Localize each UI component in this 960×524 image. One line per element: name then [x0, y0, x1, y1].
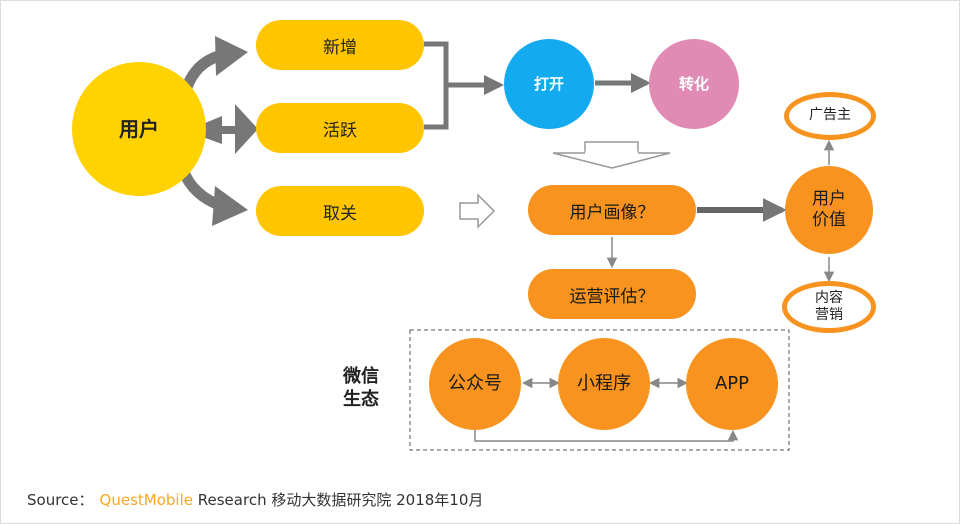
wechat-ecosystem-line2: 生态	[343, 388, 379, 410]
user-to-unfollow-arrow	[177, 167, 248, 226]
official-account-node: 公众号	[429, 338, 521, 430]
mini-program-node: 小程序	[558, 338, 650, 430]
content-marketing-node: 内容 营销	[782, 281, 876, 333]
advertiser-node: 广告主	[784, 92, 876, 140]
convert-node: 转化	[649, 39, 739, 129]
app-node: APP	[686, 338, 778, 430]
user-value-line1: 用户	[812, 188, 846, 209]
down-hollow-arrow	[552, 152, 671, 169]
operation-evaluation-node: 运营评估？	[528, 269, 696, 319]
user-to-active-arrow	[186, 104, 258, 154]
user-node: 用户	[72, 62, 206, 196]
source-brand: QuestMobile	[99, 491, 193, 509]
ecosystem-box	[409, 329, 790, 451]
down-hollow-arrow-stem	[584, 141, 639, 154]
user-portrait-node: 用户画像？	[528, 185, 696, 235]
open-node: 打开	[504, 39, 594, 129]
new-users-node: 新增	[256, 20, 424, 70]
source-prefix: Source：	[27, 491, 94, 509]
active-users-node: 活跃	[256, 103, 424, 153]
content-marketing-line2: 营销	[815, 307, 843, 323]
user-value-node: 用户 价值	[785, 166, 873, 254]
content-marketing-line1: 内容	[815, 289, 843, 306]
source-suffix: Research 移动大数据研究院 2018年10月	[197, 491, 484, 509]
right-hollow-arrow	[459, 193, 496, 229]
unfollow-users-node: 取关	[256, 186, 424, 236]
user-value-line2: 价值	[812, 210, 846, 230]
user-to-new-arrow	[180, 36, 248, 92]
gzh-app-link	[474, 429, 739, 442]
wechat-ecosystem-label: 微信 生态	[336, 366, 386, 411]
merge-bracket	[424, 41, 504, 130]
source-line: Source： QuestMobile Research 移动大数据研究院 201…	[27, 489, 483, 510]
wechat-ecosystem-line1: 微信	[343, 366, 379, 387]
